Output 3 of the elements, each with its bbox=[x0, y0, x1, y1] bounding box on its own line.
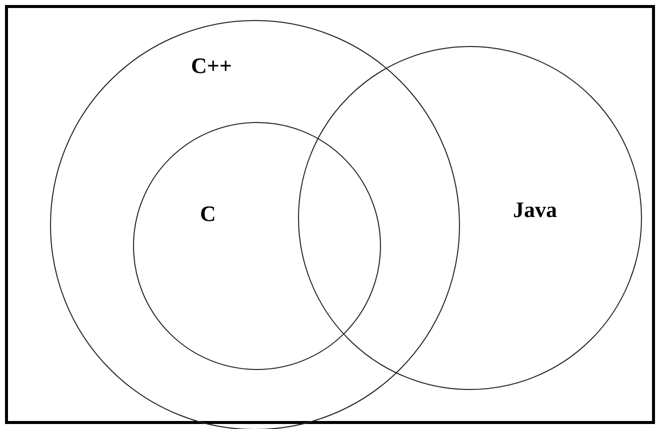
set-label: Java bbox=[513, 199, 557, 221]
set-label: C++ bbox=[191, 55, 232, 77]
set-label: C bbox=[200, 203, 216, 225]
